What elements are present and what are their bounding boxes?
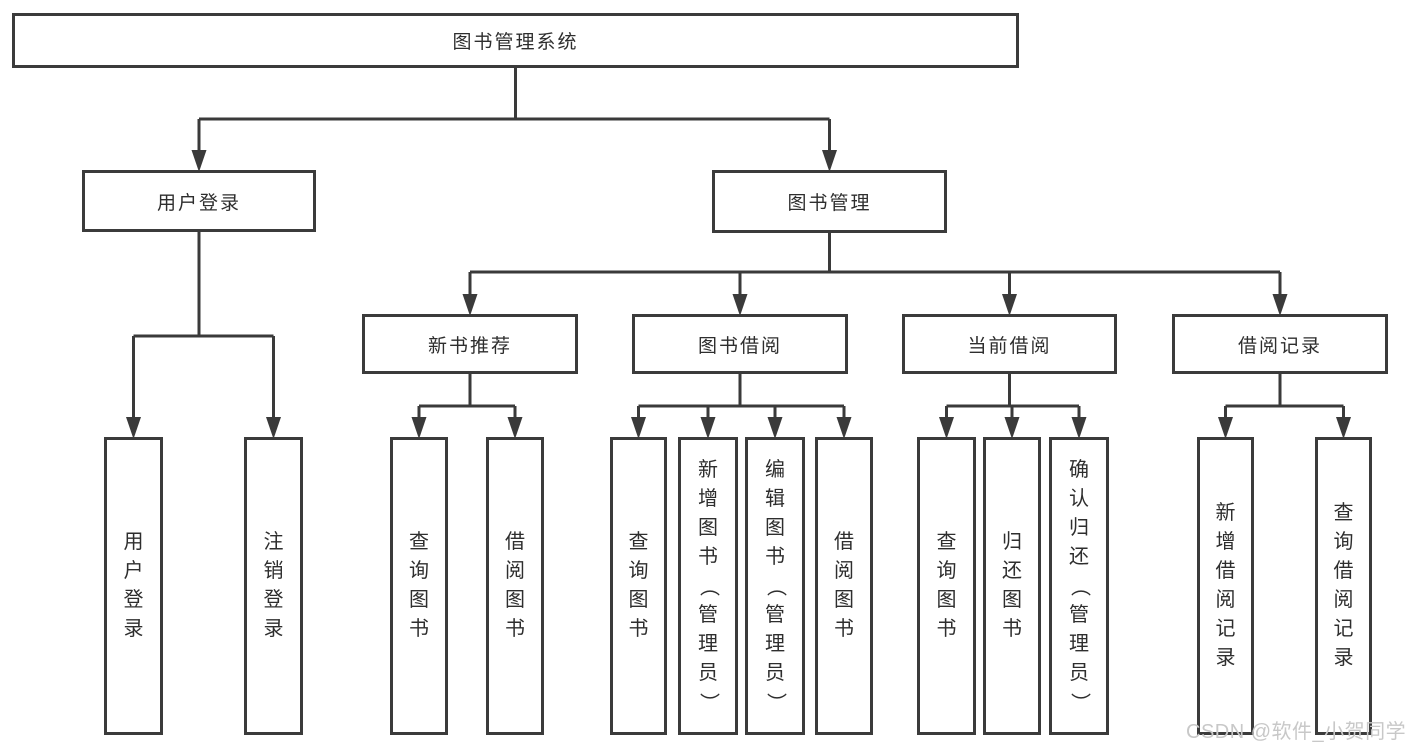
node-book-borrow: 图书借阅 [632, 314, 848, 374]
arrowhead-login [126, 417, 141, 439]
arrowhead-rec-query [411, 417, 427, 439]
node-login: 用户登录 [104, 437, 163, 735]
arrowhead-book-borrow [732, 294, 748, 316]
arrowhead-current-borrow [1002, 294, 1017, 316]
node-rec-borrow: 借阅图书 [486, 437, 544, 735]
node-rec-query: 查询图书 [390, 437, 448, 735]
node-cb-return: 归还图书 [983, 437, 1041, 735]
node-book-mgmt: 图书管理 [712, 170, 947, 233]
arrowhead-user-login [191, 150, 207, 172]
arrowhead-cb-return [1004, 417, 1020, 439]
node-new-book-rec: 新书推荐 [362, 314, 578, 374]
connector-lines [132, 66, 1345, 423]
arrowhead-new-book-rec [462, 294, 478, 316]
arrowhead-br-add [1218, 417, 1233, 439]
arrowhead-rec-borrow [507, 417, 523, 439]
node-borrow-records: 借阅记录 [1172, 314, 1388, 374]
node-cb-query: 查询图书 [917, 437, 976, 735]
arrowhead-br-query [1336, 417, 1351, 439]
arrowhead-book-mgmt [822, 150, 837, 172]
node-bb-borrow: 借阅图书 [815, 437, 873, 735]
watermark: CSDN @软件_小贺同学 [1186, 721, 1405, 743]
node-bb-add: 新增图书（管理员） [678, 437, 738, 735]
node-logout: 注销登录 [244, 437, 303, 735]
node-br-query: 查询借阅记录 [1315, 437, 1372, 735]
node-root: 图书管理系统 [12, 13, 1019, 68]
arrowhead-borrow-records [1272, 294, 1288, 316]
node-bb-query: 查询图书 [610, 437, 667, 735]
arrowhead-bb-edit [767, 417, 783, 439]
node-cb-confirm: 确认归还（管理员） [1049, 437, 1109, 735]
node-current-borrow: 当前借阅 [902, 314, 1117, 374]
arrowhead-bb-add [700, 417, 716, 439]
arrowhead-bb-query [631, 417, 646, 439]
arrowhead-cb-confirm [1071, 417, 1087, 439]
arrowhead-cb-query [939, 417, 954, 439]
arrowhead-bb-borrow [836, 417, 852, 439]
node-bb-edit: 编辑图书（管理员） [745, 437, 805, 735]
node-user-login: 用户登录 [82, 170, 316, 232]
node-br-add: 新增借阅记录 [1197, 437, 1254, 735]
arrowhead-logout [266, 417, 281, 439]
